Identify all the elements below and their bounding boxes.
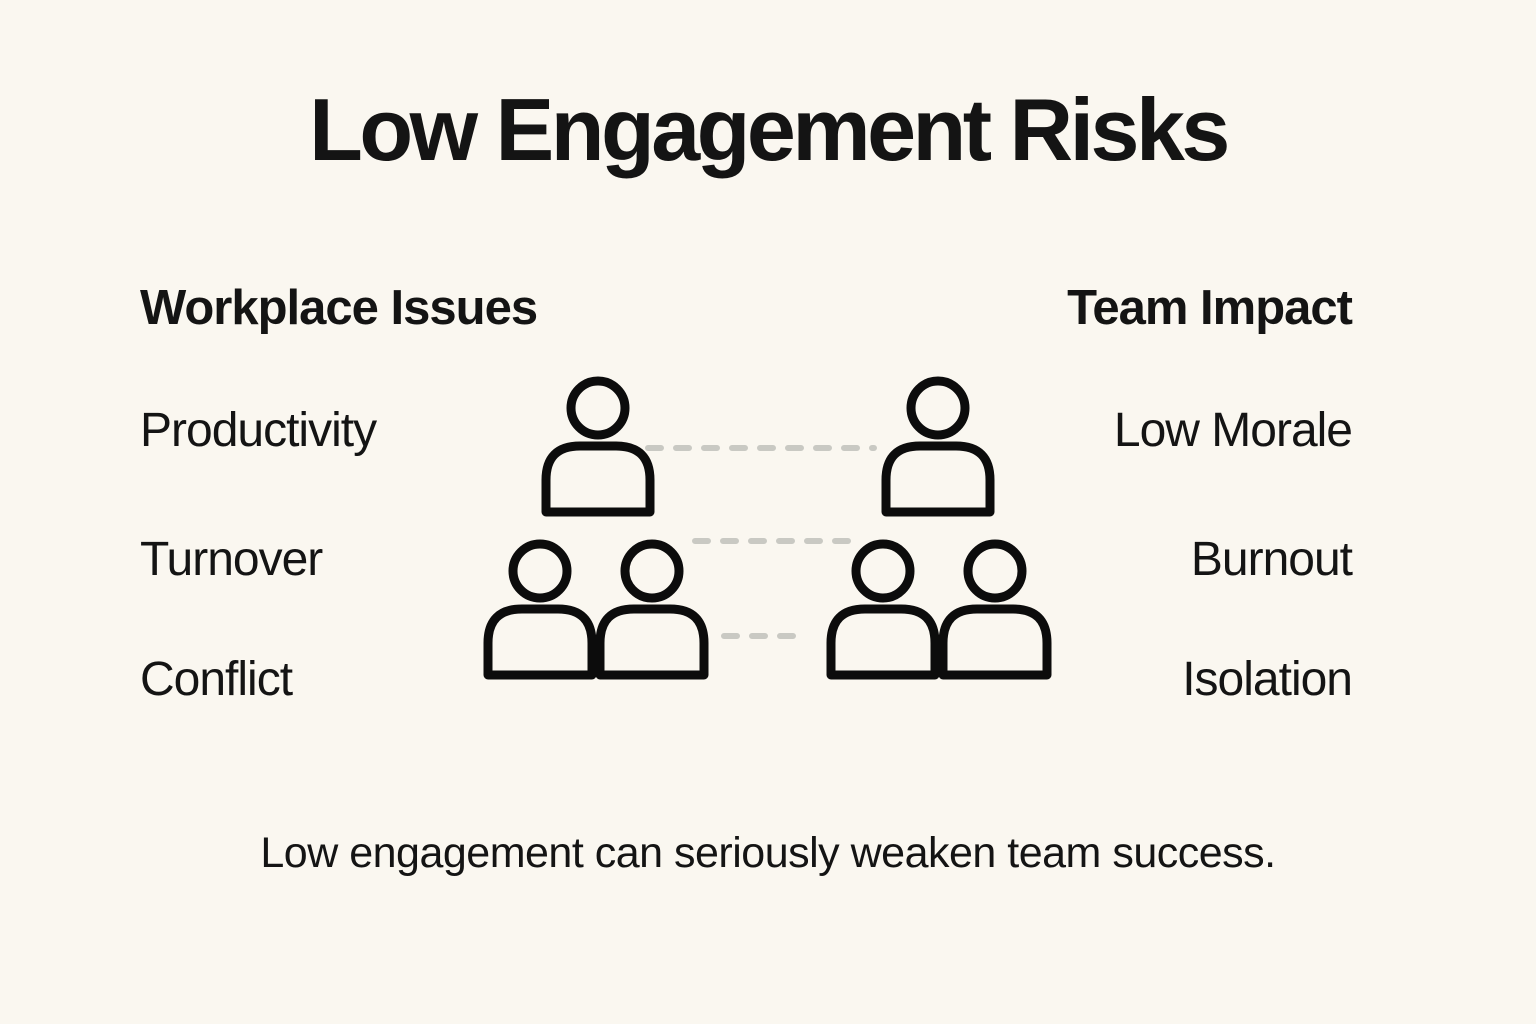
people-pair-icon <box>483 539 709 680</box>
right-item-low-morale: Low Morale <box>1113 404 1353 457</box>
right-item-isolation: Isolation <box>1182 653 1353 706</box>
person-icon <box>483 539 597 680</box>
footer-caption: Low engagement can seriously weaken team… <box>260 829 1276 877</box>
person-icon <box>595 539 709 680</box>
left-item-productivity: Productivity <box>140 404 377 457</box>
person-icon <box>938 539 1052 680</box>
right-column-header: Team Impact <box>1067 281 1353 335</box>
left-item-conflict: Conflict <box>140 653 293 706</box>
person-icon <box>541 376 655 517</box>
people-pair-icon <box>826 539 1052 680</box>
left-column-header: Workplace Issues <box>140 281 538 335</box>
person-icon <box>881 376 995 517</box>
page-title: Low Engagement Risks <box>309 80 1230 179</box>
person-icon <box>826 539 940 680</box>
left-item-turnover: Turnover <box>140 533 323 586</box>
right-item-burnout: Burnout <box>1190 533 1353 586</box>
